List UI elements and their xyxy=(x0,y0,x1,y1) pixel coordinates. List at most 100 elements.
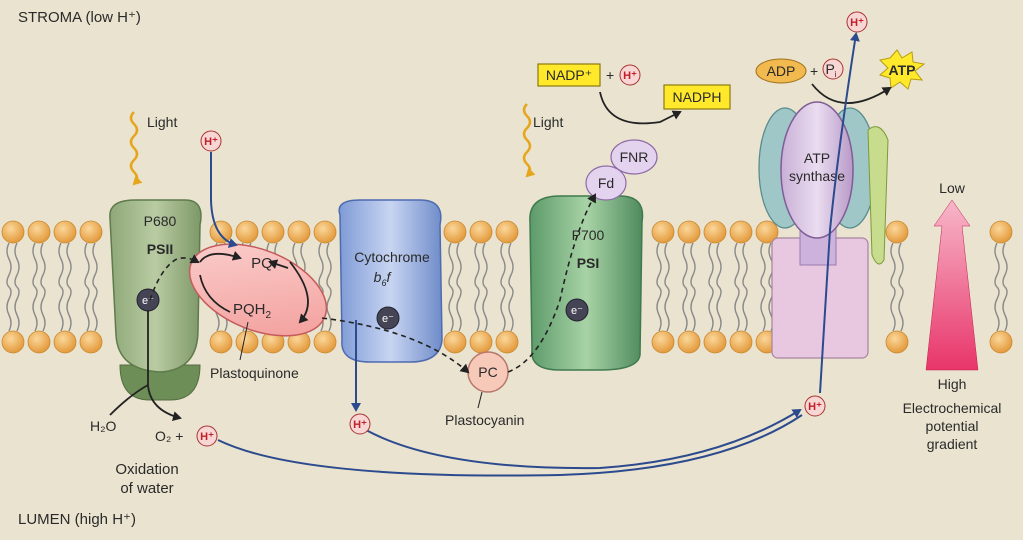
svg-text:PQH2: PQH2 xyxy=(233,301,272,321)
lipid-head xyxy=(651,220,675,244)
electrochemical-gradient: Low High Electrochemical potential gradi… xyxy=(903,180,1002,452)
stroma-label: STROMA (low H⁺) xyxy=(18,9,141,26)
adp-label: ADP xyxy=(767,63,796,79)
lipid-head xyxy=(53,330,77,354)
lipid-tail xyxy=(656,242,662,288)
lipid-head xyxy=(651,330,675,354)
lipid-tail xyxy=(508,286,514,332)
psii-complex: P680 PSII e⁻ xyxy=(109,199,202,401)
atp-synthase-line2: synthase xyxy=(789,168,845,184)
lipid-head xyxy=(235,220,259,244)
psi-complex: P700 PSI e⁻ Fd FNR xyxy=(529,139,658,371)
lipid-head xyxy=(989,220,1013,244)
atp-label: ATP xyxy=(889,62,916,78)
lipid-head xyxy=(235,330,259,354)
plastoquinone-label: Plastoquinone xyxy=(210,365,299,381)
lipid-tail xyxy=(456,286,462,332)
oxidation-caption-1: Oxidation xyxy=(115,461,178,478)
p680-label: P680 xyxy=(144,213,177,229)
pi-sub: i xyxy=(835,70,837,79)
lipid-head xyxy=(677,330,701,354)
lipid-head xyxy=(53,220,77,244)
lipid-tail xyxy=(14,286,20,332)
lipid-tail xyxy=(32,286,38,332)
lipid-tail xyxy=(474,286,480,332)
pqh2-label: PQH xyxy=(233,301,266,318)
lipid-head xyxy=(443,220,467,244)
lipid-tail xyxy=(1002,286,1008,332)
gradient-caption-2: potential xyxy=(926,418,979,434)
lipid-tail xyxy=(92,286,98,332)
water-oxidation: H₂O O₂ + H⁺ Oxidation of water xyxy=(90,310,218,497)
lipid-tail xyxy=(690,242,696,288)
p700-label: P700 xyxy=(572,227,605,243)
lipid-tail xyxy=(664,242,670,288)
lipid-head xyxy=(495,220,519,244)
lipid-head xyxy=(885,330,909,354)
lipid-tail xyxy=(682,242,688,288)
lipid-tail xyxy=(456,242,462,288)
o2-label: O₂ + xyxy=(155,428,183,444)
oxidation-caption-2: of water xyxy=(120,480,173,497)
lipid-tail xyxy=(40,286,46,332)
pqh2-sub: 2 xyxy=(265,310,271,321)
svg-text:Pi: Pi xyxy=(825,61,836,79)
lipid-head xyxy=(703,330,727,354)
lipid-head xyxy=(989,330,1013,354)
svg-text:H⁺: H⁺ xyxy=(808,401,822,413)
lipid-tail xyxy=(58,286,64,332)
hplus-nadp: H⁺ xyxy=(623,70,637,82)
adp-plus: + xyxy=(810,63,818,79)
nadp-label: NADP⁺ xyxy=(546,67,592,83)
lipid-head xyxy=(287,220,311,244)
hplus-stroma-atp: H⁺ xyxy=(846,11,868,33)
lipid-tail xyxy=(14,242,20,288)
lipid-tail xyxy=(66,286,72,332)
lipid-tail xyxy=(40,242,46,288)
svg-text:H⁺: H⁺ xyxy=(204,136,218,148)
lipid-tail xyxy=(994,242,1000,288)
lipid-head xyxy=(495,330,519,354)
lipid-tail xyxy=(448,242,454,288)
light-label-psi: Light xyxy=(533,114,563,130)
lipid-tail xyxy=(474,242,480,288)
light-psi: Light xyxy=(522,103,563,178)
pi-label: P xyxy=(825,61,834,77)
electron-path-psii-pq xyxy=(149,254,200,301)
gradient-caption-3: gradient xyxy=(927,436,978,452)
lipid-head xyxy=(729,330,753,354)
lipid-head xyxy=(79,220,103,244)
lipid-head xyxy=(261,220,285,244)
lipid-tail xyxy=(1002,242,1008,288)
plastocyanin-label: Plastocyanin xyxy=(445,412,524,428)
lipid-tail xyxy=(6,286,12,332)
lipid-head xyxy=(209,330,233,354)
lipid-tail xyxy=(32,242,38,288)
cyt-b: b xyxy=(374,269,382,285)
psi-label: PSI xyxy=(577,255,600,271)
light-label-psii: Light xyxy=(147,114,177,130)
nadp-reaction: NADP⁺ + H⁺ NADPH xyxy=(537,63,731,125)
cyt-f: f xyxy=(386,269,392,285)
lipid-head xyxy=(885,220,909,244)
lipid-head xyxy=(313,220,337,244)
lipid-tail xyxy=(84,242,90,288)
cytochrome-label: Cytochrome xyxy=(354,249,430,265)
lipid-tail xyxy=(326,242,332,288)
hplus-into-pq-arrow xyxy=(210,152,238,248)
lipid-head xyxy=(1,220,25,244)
plastoquinone: PQ PQH2 Plastoquinone xyxy=(188,243,328,381)
lipid-head xyxy=(443,330,467,354)
cyt-electron: e⁻ xyxy=(382,313,394,325)
lipid-tail xyxy=(708,286,714,332)
cytochrome-b6f: Cytochrome b6f e⁻ xyxy=(338,199,443,363)
lipid-head xyxy=(79,330,103,354)
psii-label: PSII xyxy=(147,241,173,257)
svg-text:H⁺: H⁺ xyxy=(353,419,367,431)
hplus-stroma-psii: H⁺ xyxy=(200,130,222,152)
lipid-tail xyxy=(500,286,506,332)
lipid-head xyxy=(469,220,493,244)
psi-electron: e⁻ xyxy=(571,305,583,317)
